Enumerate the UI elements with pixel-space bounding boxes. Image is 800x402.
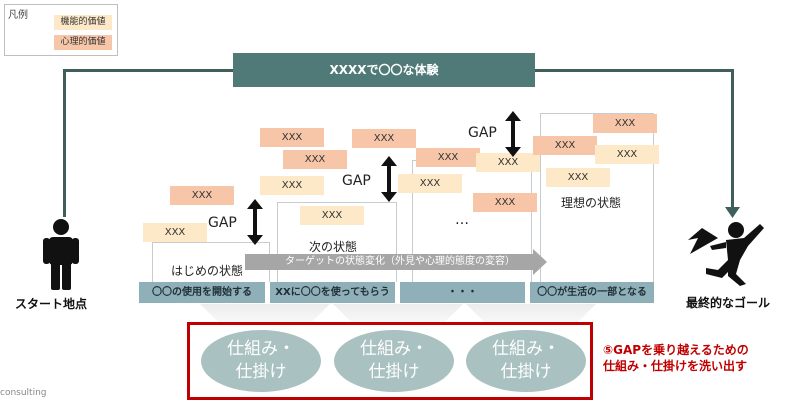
footer-text: consulting	[0, 388, 47, 398]
mechanism-oval-1: 仕組み・ 仕掛け	[201, 330, 321, 392]
stage-label-initial: はじめの状態	[171, 264, 244, 278]
stage-outline-4	[540, 113, 654, 282]
transition-arrowhead-icon	[533, 249, 547, 275]
value-tag: XXX	[533, 136, 597, 155]
connector-right-vertical	[731, 69, 734, 209]
funnel-3	[466, 304, 596, 322]
action-step-1: 〇〇の使用を開始する	[139, 282, 265, 303]
value-tag: XXX	[398, 174, 462, 193]
value-tag: XXX	[416, 148, 480, 167]
value-tag: XXX	[473, 193, 537, 212]
value-tag: XXX	[260, 176, 324, 195]
superhero-icon	[688, 222, 764, 286]
gap-label: GAP	[468, 125, 497, 141]
mechanism-oval-3: 仕組み・ 仕掛け	[466, 330, 586, 392]
connector-left-vertical	[63, 69, 66, 217]
gap-double-arrow-icon	[381, 156, 397, 202]
person-icon	[43, 219, 79, 290]
gap-callout-line-2: 仕組み・仕掛けを洗い出す	[603, 359, 748, 373]
value-tag: XXX	[546, 168, 610, 187]
value-tag: XXX	[170, 186, 234, 205]
connector-right-horizontal	[535, 69, 733, 72]
stage-label-next: 次の状態	[309, 240, 358, 254]
stage-label-ellipsis: …	[455, 212, 469, 228]
connector-arrow-icon	[725, 207, 740, 218]
value-tag: XXX	[143, 223, 207, 242]
action-step-4: 〇〇が生活の一部となる	[530, 282, 654, 303]
legend-functional-value: 機能的価値	[54, 15, 112, 30]
value-tag: XXX	[260, 128, 324, 147]
gap-callout-line-1: ⑤GAPを乗り越えるための	[603, 343, 749, 357]
value-tag: XXX	[593, 114, 657, 133]
mechanism-oval-2: 仕組み・ 仕掛け	[334, 330, 454, 392]
transition-arrow-label: ターゲットの状態変化（外見や心理的態度の変容）	[245, 254, 533, 270]
legend-psychological-value: 心理的価値	[54, 35, 112, 50]
experience-title-banner: XXXXで〇〇な体験	[233, 53, 535, 87]
gap-label: GAP	[342, 173, 371, 189]
funnel-2	[333, 304, 463, 322]
gap-callout: ⑤GAPを乗り越えるための 仕組み・仕掛けを洗い出す	[603, 342, 749, 374]
start-point-label: スタート地点	[15, 297, 88, 311]
stage-label-ideal: 理想の状態	[561, 196, 622, 210]
legend-title: 凡例	[8, 10, 28, 21]
value-tag: XXX	[352, 129, 416, 148]
value-tag: XXX	[283, 150, 347, 169]
action-step-3: ・・・	[400, 282, 525, 303]
gap-double-arrow-icon	[247, 199, 263, 245]
gap-label: GAP	[208, 215, 237, 231]
value-tag: XXX	[300, 206, 364, 225]
connector-left-horizontal	[63, 69, 235, 72]
final-goal-label: 最終的なゴール	[686, 296, 771, 310]
stage-outline-2	[277, 202, 397, 282]
gap-double-arrow-icon	[505, 111, 521, 157]
value-tag: XXX	[595, 145, 659, 164]
funnel-1	[200, 304, 330, 322]
value-tag: XXX	[476, 153, 540, 172]
action-step-2: XXに〇〇を使ってもらう	[270, 282, 395, 303]
